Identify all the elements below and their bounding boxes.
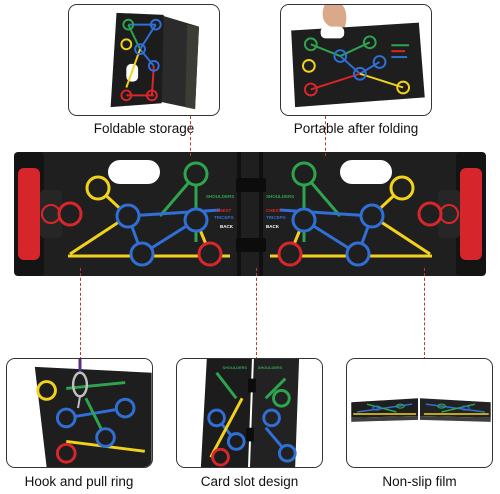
hook-detail-photo [7,359,152,467]
hook-and-pull-ring-frame [6,358,153,468]
label-triceps-left: TRICEPS [214,215,234,220]
label-back-left: BACK [220,224,234,229]
label-triceps-right: TRICEPS [266,215,286,220]
caption-hook-and-pull-ring: Hook and pull ring [24,474,134,489]
push-up-board-photo: SHOULDERS CHEST TRICEPS BACK SHOULDERS C… [14,152,486,276]
foldable-storage-frame [68,4,220,116]
label-shoulders-slot-right: SHOULDERS [258,365,283,370]
push-up-board-main: SHOULDERS CHEST TRICEPS BACK SHOULDERS C… [10,150,490,280]
label-shoulders-right: SHOULDERS [266,194,294,199]
card-slot-design-frame: SHOULDERS SHOULDERS [176,358,323,468]
leader-foldable [190,116,191,156]
carried-board-photo [281,5,431,115]
leader-portable [325,116,326,156]
non-slip-film-photo [347,359,492,467]
caption-card-slot-design: Card slot design [200,474,299,489]
label-shoulders-left: SHOULDERS [206,194,234,199]
hook-ring-icon [71,359,89,409]
portable-after-folding-frame [280,4,432,116]
label-chest-right: CHEST [266,208,282,213]
non-slip-film-frame [346,358,493,468]
label-chest-left: CHEST [216,208,232,213]
folded-board-photo [69,5,219,115]
leader-hook [80,268,81,360]
label-back-right: BACK [266,224,280,229]
leader-card-slot [256,268,257,360]
card-slot-detail-photo: SHOULDERS SHOULDERS [177,359,322,467]
leader-non-slip [424,268,425,360]
caption-portable-after-folding: Portable after folding [293,121,419,136]
caption-foldable-storage: Foldable storage [93,121,195,136]
label-shoulders-slot-left: SHOULDERS [223,365,248,370]
caption-non-slip-film: Non-slip film [382,474,457,489]
